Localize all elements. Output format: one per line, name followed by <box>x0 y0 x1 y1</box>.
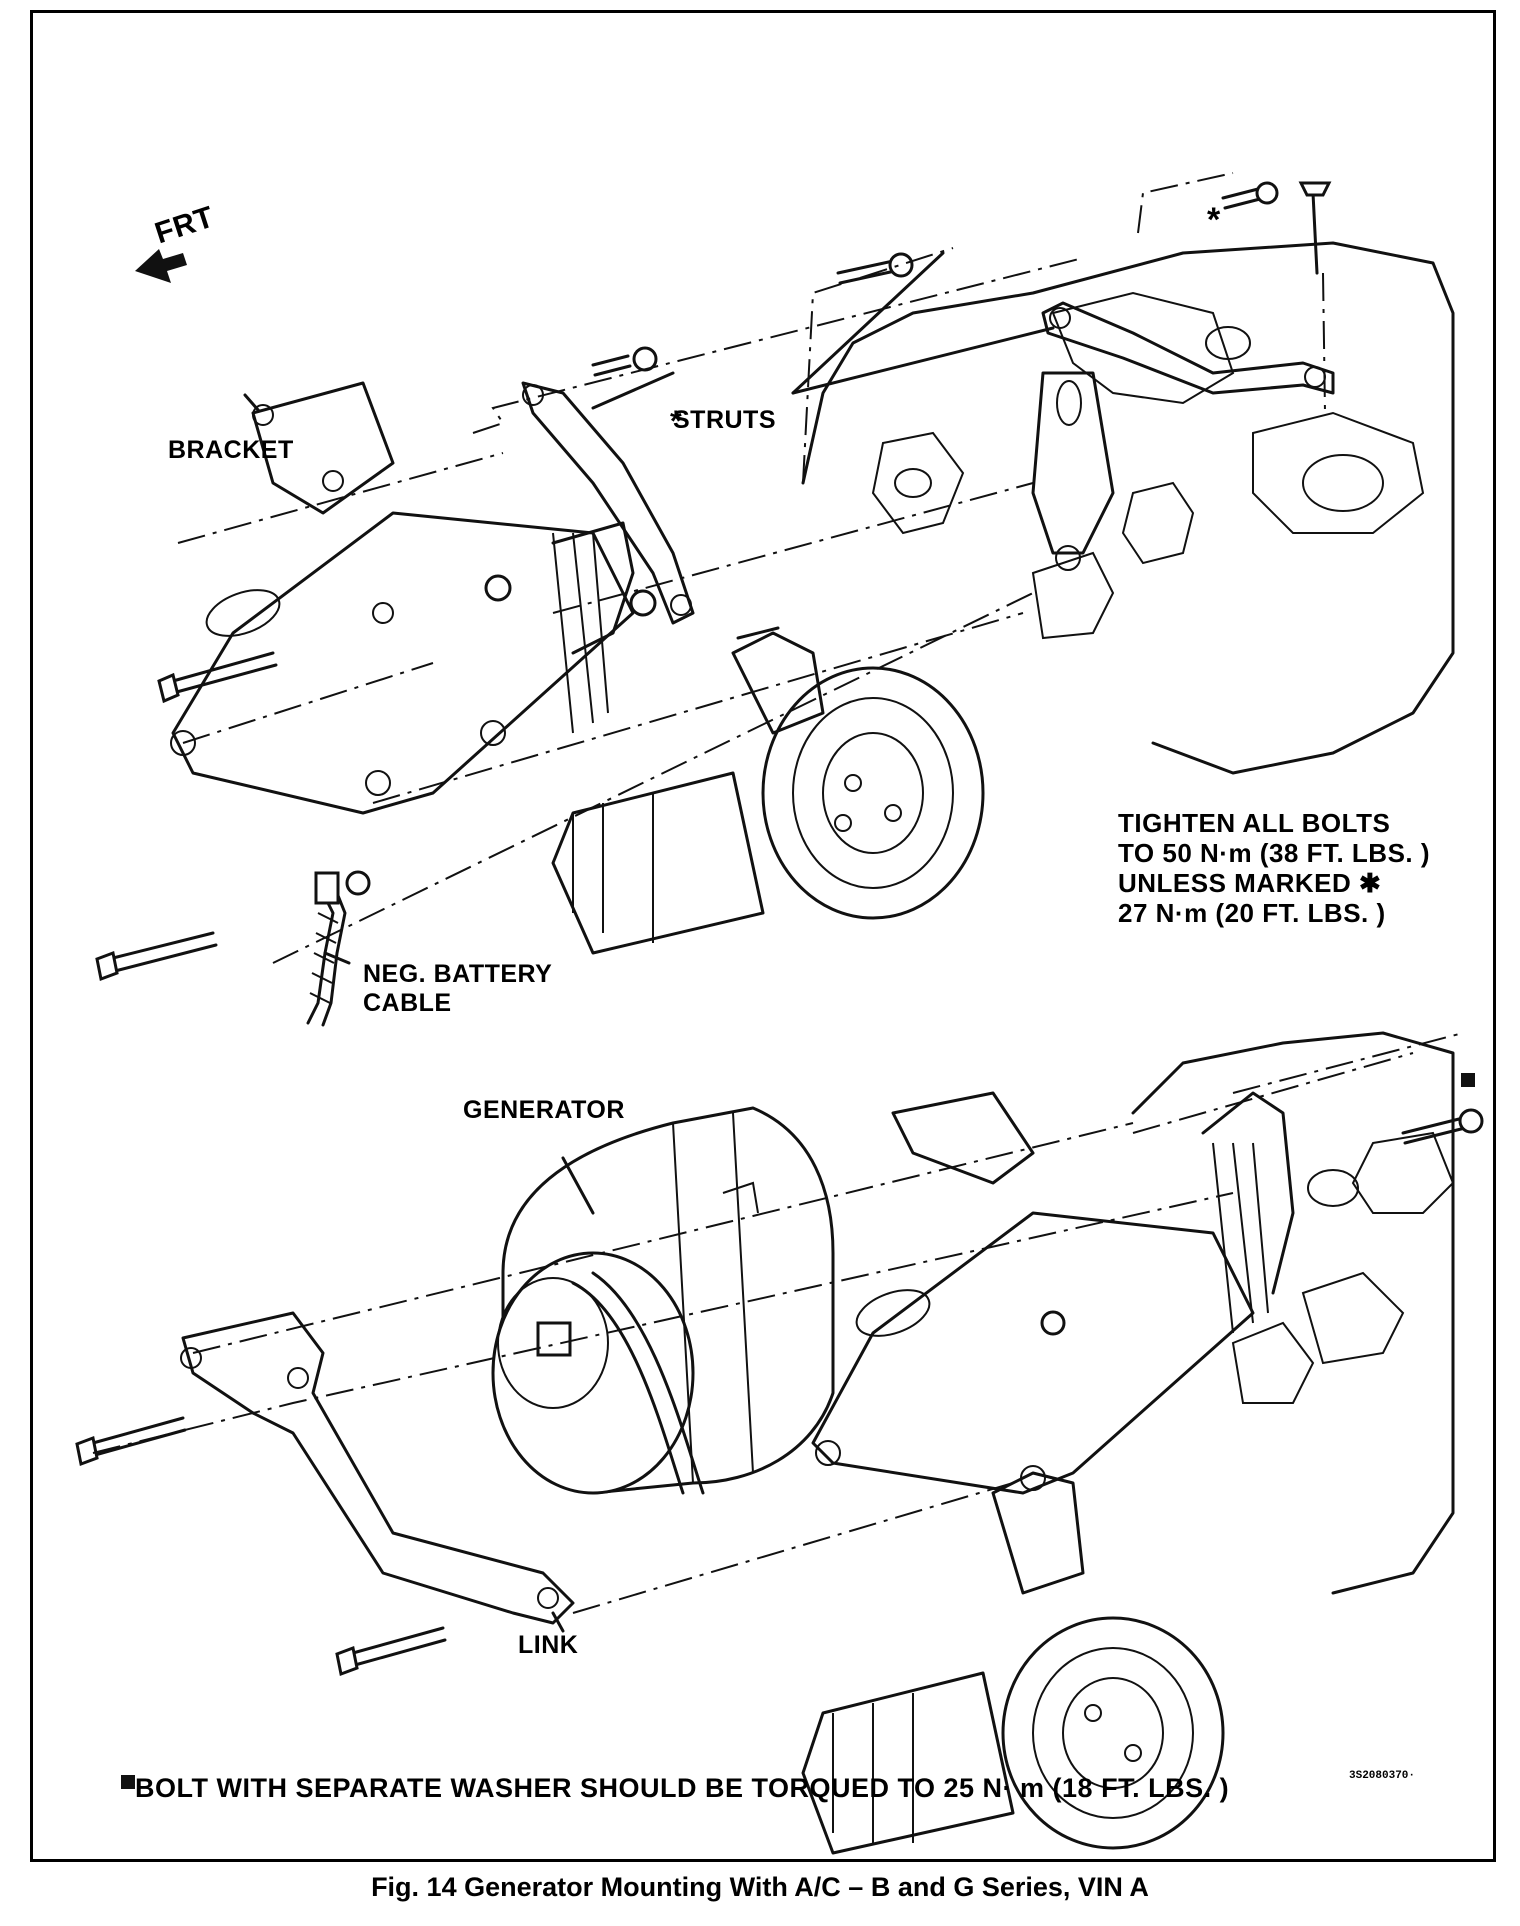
negative-battery-cable <box>306 871 347 1027</box>
engine-block-lower <box>1131 1031 1455 1595</box>
water-pump-pulley-upper <box>551 631 985 955</box>
figure-frame: FRT * * BRACKET STRUTS NEG. BATTERY CABL… <box>30 10 1496 1862</box>
generator-label: GENERATOR <box>463 1096 625 1124</box>
struts-label: STRUTS <box>673 406 776 434</box>
neg-battery-cable-line2: CABLE <box>363 988 452 1017</box>
leader-lines-lower <box>551 1156 595 1633</box>
asterisk-marker-right: * <box>1207 201 1221 239</box>
bracket-upper <box>170 381 635 815</box>
engine-block-upper <box>801 241 1455 775</box>
water-pump-pulley-lower <box>801 1471 1225 1855</box>
centerlines-upper <box>177 172 1326 964</box>
front-arrow-icon <box>135 249 187 283</box>
link-label: LINK <box>518 1631 579 1659</box>
figure-caption: Fig. 14 Generator Mounting With A/C – B … <box>371 1872 1149 1902</box>
bracket-lower <box>811 1091 1295 1495</box>
asterisk-marker-upper: * <box>670 405 683 438</box>
torque-note: TIGHTEN ALL BOLTS TO 50 N·m (38 FT. LBS.… <box>1118 808 1431 929</box>
washer-note-text: BOLT WITH SEPARATE WASHER SHOULD BE TORQ… <box>135 1773 1230 1803</box>
exploded-view-illustration <box>75 172 1484 1855</box>
torque-note-line3: UNLESS MARKED ✱ <box>1118 867 1382 898</box>
torque-note-line2: TO 50 N·m (38 FT. LBS. ) <box>1118 837 1431 868</box>
washer-marker-icon <box>121 1775 135 1789</box>
generator <box>491 1106 835 1495</box>
bolts-lower <box>75 1073 1484 1677</box>
centerlines-lower <box>92 1032 1464 1614</box>
neg-battery-cable-line1: NEG. BATTERY <box>363 960 553 988</box>
bracket-label: BRACKET <box>168 436 294 464</box>
leader-lines-upper <box>243 251 1055 965</box>
neg-battery-cable-label: NEG. BATTERY CABLE <box>363 960 552 1018</box>
torque-note-line1: TIGHTEN ALL BOLTS <box>1118 808 1391 838</box>
washer-note: BOLT WITH SEPARATE WASHER SHOULD BE TORQ… <box>121 1773 1229 1804</box>
link-lower <box>180 1311 575 1625</box>
torque-note-line4: 27 N·m (20 FT. LBS. ) <box>1118 897 1386 928</box>
figure-code: 3S2080370· <box>1349 1770 1416 1782</box>
struts-upper <box>521 301 1335 625</box>
bolts-upper <box>95 181 1332 982</box>
